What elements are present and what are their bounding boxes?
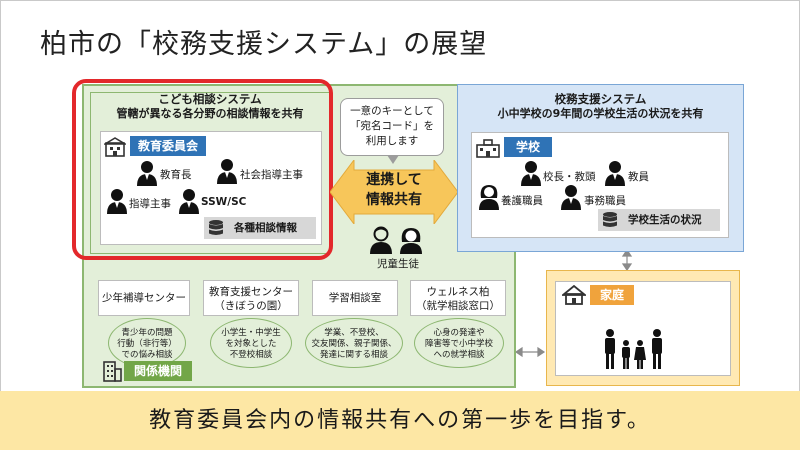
desc-line: 小学生・中学生 xyxy=(221,328,281,338)
school-life-info-bar: 学校生活の状況 xyxy=(598,209,720,231)
principal-label: 校長・教頭 xyxy=(543,171,596,183)
person-icon xyxy=(605,161,625,186)
house-icon xyxy=(562,285,586,305)
org-name-sub: （就学相談窓口） xyxy=(416,300,500,312)
org-card-learning-consult: 学習相談室 xyxy=(312,280,398,316)
database-icon xyxy=(603,212,617,227)
double-arrow-icon xyxy=(330,160,458,224)
org-card-wellness: ウェルネス柏 （就学相談窓口） xyxy=(410,280,506,316)
board-of-education-tag: 教育委員会 xyxy=(130,136,207,156)
unique-key-callout: 一意のキーとして 「宛名コード」を 利用します xyxy=(340,98,444,164)
teacher-label: 教員 xyxy=(628,171,649,183)
database-icon xyxy=(209,220,223,235)
org-card-education-support: 教育支援センター （きぼうの園） xyxy=(203,280,299,316)
superintendent-label: 教育長 xyxy=(160,169,192,181)
related-organizations-tag: 関係機関 xyxy=(124,361,193,381)
students-label: 児童生徒 xyxy=(377,258,419,270)
highlight-ring xyxy=(72,79,333,260)
student-boy-icon xyxy=(370,226,392,254)
person-icon xyxy=(521,161,541,186)
desc-line: 青少年の問題 xyxy=(121,328,173,338)
person-icon xyxy=(179,189,199,214)
org-desc-juvenile: 青少年の問題 行動（非行等） での悩み相談 xyxy=(108,318,186,368)
clerk-label: 事務職員 xyxy=(584,195,626,207)
desc-line: での悩み相談 xyxy=(121,350,173,360)
desc-line: 発達に関する相談 xyxy=(319,350,388,360)
school-system-subtitle: 小中学校の9年間の学校生活の状況を共有 xyxy=(497,107,704,120)
kodomo-system-title: こども相談システム xyxy=(158,92,262,106)
person-icon xyxy=(107,189,127,214)
desc-line: への就学相談 xyxy=(433,350,485,360)
org-name: ウェルネス柏 xyxy=(426,286,490,298)
school-tag: 学校 xyxy=(504,137,553,157)
org-desc-wellness: 心身の発達や 障害等で小中学校 への就学相談 xyxy=(414,318,504,368)
desc-line: 心身の発達や xyxy=(433,328,485,338)
building-icon xyxy=(104,137,126,157)
student-girl-icon xyxy=(400,228,422,254)
org-card-juvenile: 少年補導センター xyxy=(98,280,190,316)
org-desc-education-support: 小学生・中学生 を対象とした 不登校相談 xyxy=(210,318,292,368)
school-building-icon xyxy=(476,139,500,158)
desc-line: 不登校相談 xyxy=(229,350,273,360)
consultation-info-bar: 各種相談情報 xyxy=(204,217,316,239)
home-tag: 家庭 xyxy=(590,285,635,305)
family-icon xyxy=(605,329,662,369)
org-name: 学習相談室 xyxy=(328,292,382,304)
org-name-sub: （きぼうの園） xyxy=(214,300,288,312)
desc-line: 学業、不登校、 xyxy=(324,328,384,338)
desc-line: を対象とした xyxy=(225,339,277,349)
arrow-line: 連携して xyxy=(366,172,422,188)
ssw-sc-label: SSW/SC xyxy=(201,196,247,208)
callout-line: 「宛名コード」を xyxy=(350,120,434,132)
school-system-title: 校務支援システム xyxy=(554,92,647,106)
desc-line: 交友関係、親子関係、 xyxy=(311,339,397,349)
org-desc-learning-consult: 学業、不登校、 交友関係、親子関係、 発達に関する相談 xyxy=(305,318,403,368)
desc-line: 障害等で小中学校 xyxy=(424,339,493,349)
person-icon xyxy=(137,161,157,186)
kodomo-system-subtitle: 管轄が異なる各分野の相談情報を共有 xyxy=(116,107,304,120)
office-building-icon xyxy=(103,361,122,382)
callout-line: 一意のキーとして xyxy=(350,105,434,117)
person-icon xyxy=(217,159,237,184)
supervisor-label: 指導主事 xyxy=(129,198,171,210)
desc-line: 行動（非行等） xyxy=(117,339,177,349)
bottom-banner: 教育委員会内の情報共有への第一歩を目指す。 xyxy=(0,391,800,450)
person-icon xyxy=(479,185,499,210)
nurse-label: 養護職員 xyxy=(501,195,543,207)
callout-line: 利用します xyxy=(365,135,419,147)
org-name: 少年補導センター xyxy=(102,292,186,304)
social-education-supervisor-label: 社会指導主事 xyxy=(240,169,303,181)
org-name: 教育支援センター xyxy=(209,286,293,298)
link-share-label: 連携して 情報共有 xyxy=(354,170,434,210)
page-title: 柏市の「校務支援システム」の展望 xyxy=(40,29,488,60)
person-icon xyxy=(561,185,581,210)
arrow-line: 情報共有 xyxy=(366,192,422,208)
